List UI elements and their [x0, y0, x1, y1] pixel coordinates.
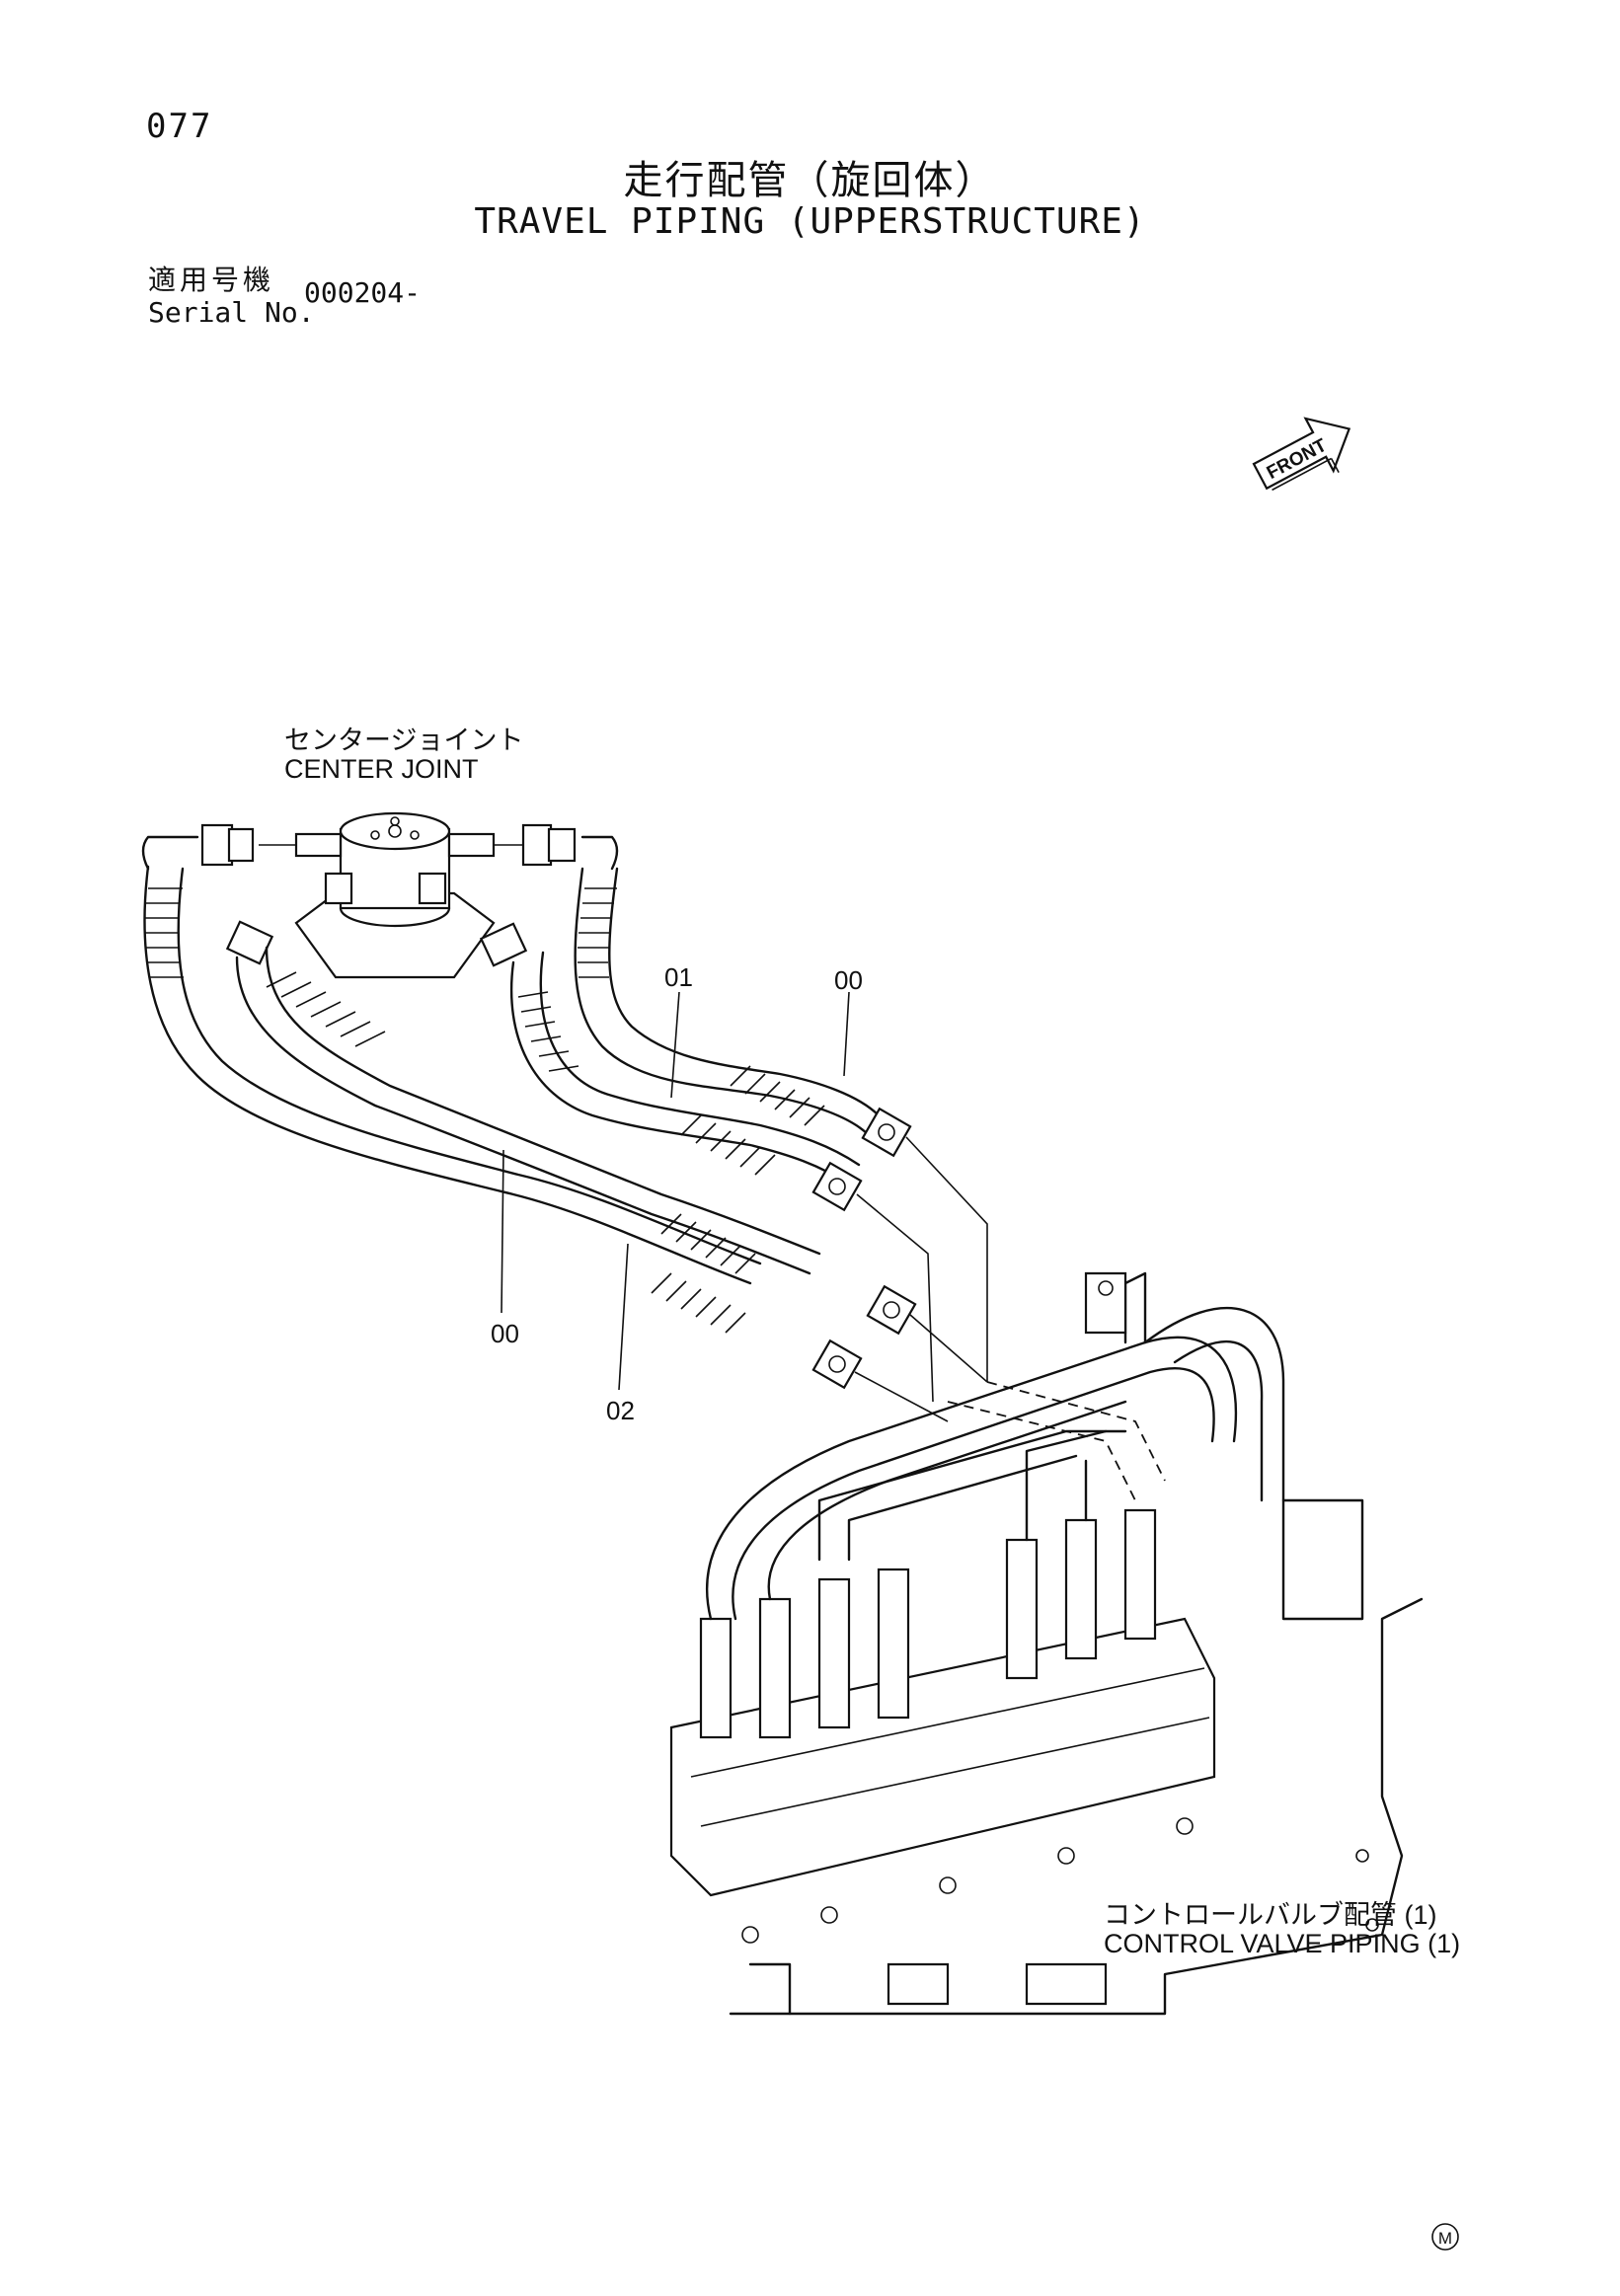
page-title-en: TRAVEL PIPING (UPPERSTRUCTURE)	[474, 201, 1146, 242]
serial-label-en: Serial No.	[148, 296, 315, 329]
spring-guard-00-right	[730, 1065, 825, 1126]
page-title-jp: 走行配管（旋回体）	[623, 158, 997, 203]
callout-00-lower: 00	[491, 1319, 519, 1348]
spring-guard-01	[680, 1114, 776, 1176]
spring-guard-00-left	[651, 1272, 746, 1334]
callout-00-upper: 00	[834, 965, 863, 995]
callout-02: 02	[606, 1396, 635, 1425]
center-joint-label-en: CENTER JOINT	[284, 754, 479, 784]
hose-end-nuts	[811, 1107, 917, 1390]
footer-m-mark: M	[1431, 2223, 1459, 2251]
hose-01	[509, 951, 861, 1186]
footer-m-label: M	[1438, 2229, 1452, 2248]
spring-guard-02	[660, 1213, 756, 1274]
serial-label-jp: 適用号機	[148, 264, 275, 296]
hose-00-left	[143, 865, 762, 1285]
upper-left-fitting	[141, 823, 255, 871]
hose-00-right	[574, 867, 881, 1137]
inner-right-fitting	[479, 922, 528, 967]
inner-left-fitting	[225, 920, 274, 965]
connection-lines	[854, 1136, 1166, 1501]
control-valve-assembly	[669, 1271, 1424, 2016]
page-number: 077	[146, 107, 213, 146]
callout-leaders	[501, 991, 850, 1391]
center-joint-label-jp: センタージョイント	[284, 726, 524, 755]
front-arrow-icon: FRONT	[1252, 417, 1351, 492]
callout-01: 01	[664, 962, 693, 992]
hose-02	[235, 946, 821, 1275]
control-valve-label-jp: コントロールバルブ配管 (1)	[1104, 1900, 1437, 1930]
upper-right-fitting	[521, 823, 619, 871]
serial-number-value: 000204-	[304, 276, 422, 309]
center-joint	[259, 811, 523, 979]
